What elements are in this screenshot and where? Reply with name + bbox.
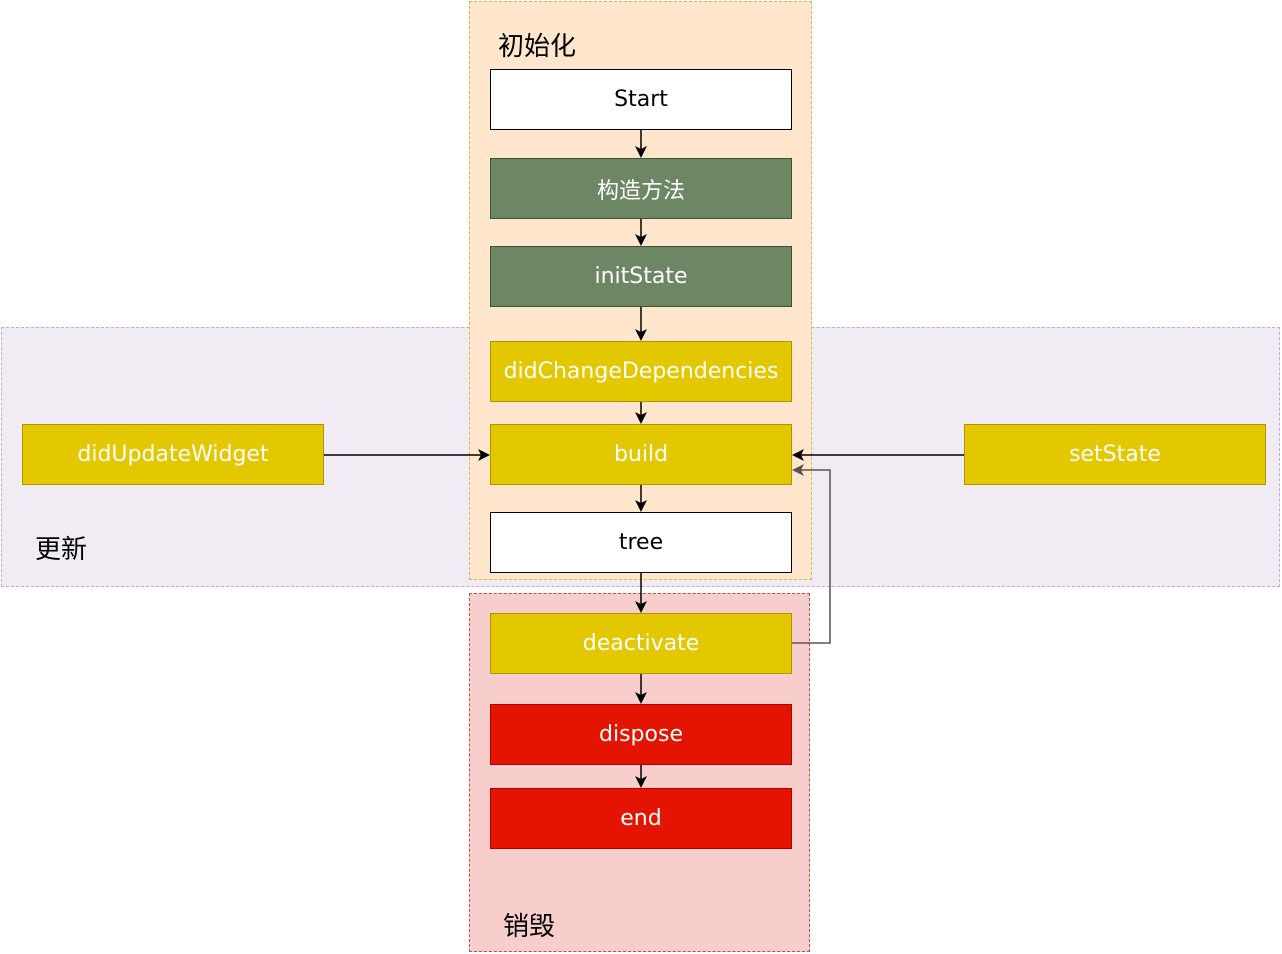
- set-state-node[interactable]: setState: [964, 424, 1266, 485]
- init-state-node[interactable]: initState: [490, 246, 792, 307]
- constructor-node[interactable]: 构造方法: [490, 158, 792, 219]
- init-zone-label: 初始化: [498, 32, 577, 62]
- did-update-widget-node[interactable]: didUpdateWidget: [22, 424, 324, 485]
- deactivate-node[interactable]: deactivate: [490, 613, 792, 674]
- update-zone-label: 更新: [35, 535, 88, 565]
- build-node[interactable]: build: [490, 424, 792, 485]
- did-change-dependencies-node[interactable]: didChangeDependencies: [490, 341, 792, 402]
- destroy-zone-label: 销毁: [503, 912, 556, 942]
- start-node[interactable]: Start: [490, 69, 792, 130]
- tree-node[interactable]: tree: [490, 512, 792, 573]
- end-node[interactable]: end: [490, 788, 792, 849]
- dispose-node[interactable]: dispose: [490, 704, 792, 765]
